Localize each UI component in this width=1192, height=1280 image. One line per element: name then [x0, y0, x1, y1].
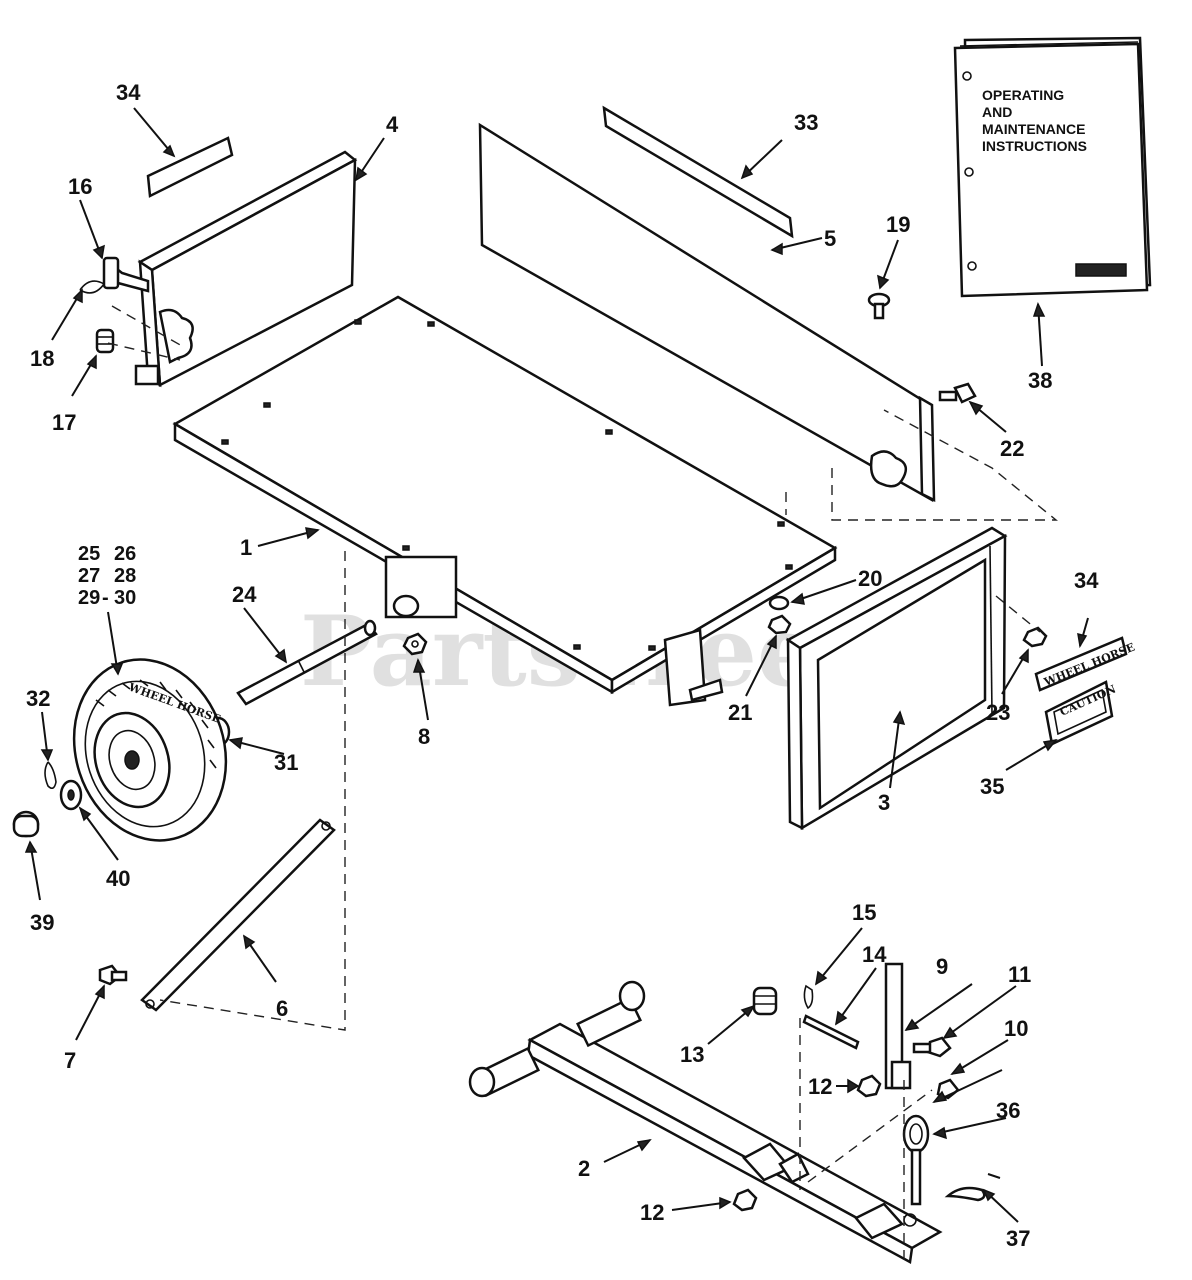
- callout-6: 6: [276, 996, 288, 1021]
- callout-14: 14: [862, 942, 887, 967]
- wheel-washer: [59, 779, 83, 811]
- operating-manual: OPERATING AND MAINTENANCE INSTRUCTIONS: [953, 36, 1152, 298]
- lock-nut-center: [402, 632, 428, 656]
- callout-10: 10: [1004, 1016, 1028, 1041]
- callout-38: 38: [1028, 368, 1052, 393]
- front-panel-frame: [785, 526, 1008, 831]
- lock-nut-front: [767, 614, 792, 635]
- flat-washer: [768, 595, 790, 611]
- callout-15: 15: [852, 900, 876, 925]
- callout-18: 18: [30, 346, 54, 371]
- callout-7: 7: [64, 1048, 76, 1073]
- hitch-pin: [902, 1114, 930, 1206]
- hitch-spring: [752, 986, 778, 1016]
- retaining-pin: [803, 984, 814, 1010]
- brace-bar: [140, 818, 336, 1012]
- decal-strip-left: [146, 136, 234, 198]
- manual-title-line4: INSTRUCTIONS: [982, 138, 1087, 154]
- callout-24: 24: [232, 582, 257, 607]
- callout-32: 32: [26, 686, 50, 711]
- hex-bolt-upper: [912, 1036, 952, 1058]
- callout-11: 11: [1008, 962, 1031, 987]
- cart-bed: [172, 295, 838, 707]
- callout-12-tongue: 12: [640, 1200, 664, 1225]
- callout-30: 30: [114, 587, 136, 609]
- callout-13: 13: [680, 1042, 704, 1067]
- wheel-horse-decal: WHEEL HORSE: [1034, 636, 1137, 692]
- caution-decal: CAUTION: [1044, 680, 1118, 746]
- callout-dash: -: [102, 587, 109, 609]
- callout-23: 23: [986, 700, 1010, 725]
- callout-8: 8: [418, 724, 430, 749]
- callout-39: 39: [30, 910, 54, 935]
- callout-3: 3: [878, 790, 890, 815]
- side-panel-left: [134, 150, 358, 388]
- callout-35: 35: [980, 774, 1004, 799]
- callout-27: 27: [78, 565, 100, 587]
- manual-title-line3: MAINTENANCE: [982, 121, 1085, 137]
- manual-title-line2: AND: [982, 104, 1012, 120]
- callout-31: 31: [274, 750, 298, 775]
- hitch-tongue: [468, 980, 943, 1264]
- callout-1: 1: [240, 535, 252, 560]
- spring-small: [95, 328, 115, 354]
- manual-logo-icon: [1075, 263, 1127, 277]
- callout-29: 29: [78, 587, 100, 609]
- callout-2: 2: [578, 1156, 590, 1181]
- leader-lines: [24, 107, 1089, 1223]
- carriage-bolt: [867, 292, 891, 320]
- callout-36: 36: [996, 1098, 1020, 1123]
- callout-22: 22: [1000, 436, 1024, 461]
- cotter-pin: [44, 761, 57, 790]
- callout-16: 16: [68, 174, 92, 199]
- callout-4: 4: [386, 112, 399, 137]
- callout-37: 37: [1006, 1226, 1030, 1251]
- hub-cap: [12, 810, 40, 838]
- callout-33: 33: [794, 110, 818, 135]
- callout-9: 9: [936, 954, 948, 979]
- callout-5: 5: [824, 226, 836, 251]
- callout-26: 26: [114, 543, 136, 565]
- lock-nut-tongue: [732, 1188, 758, 1212]
- manual-title-line1: OPERATING: [982, 87, 1064, 103]
- hitch-rod: [802, 1014, 860, 1050]
- hair-pin-clip: [79, 280, 106, 294]
- hitch-lever: [884, 962, 912, 1090]
- callout-40: 40: [106, 866, 130, 891]
- hex-bolt-rear: [938, 382, 977, 404]
- callout-28: 28: [114, 565, 136, 587]
- hex-bolt-brace: [98, 964, 128, 986]
- callout-19: 19: [886, 212, 910, 237]
- axle-rod: [236, 619, 378, 706]
- rear-panel: [478, 122, 936, 503]
- wheel-tire: WHEEL HORSE: [72, 658, 228, 842]
- lock-nut-side: [1022, 626, 1048, 648]
- callout-25: 25: [78, 543, 100, 565]
- callout-34-top: 34: [116, 80, 141, 105]
- callout-20: 20: [858, 566, 882, 591]
- latch-handle: [102, 256, 150, 293]
- callout-34-right: 34: [1074, 568, 1099, 593]
- decal-strip-rear: [602, 105, 794, 239]
- callout-17: 17: [52, 410, 76, 435]
- callout-21: 21: [728, 700, 752, 725]
- hitch-pin-clip: [944, 1186, 986, 1202]
- lock-nut-lever: [856, 1074, 882, 1098]
- callout-12-lever: 12: [808, 1074, 832, 1099]
